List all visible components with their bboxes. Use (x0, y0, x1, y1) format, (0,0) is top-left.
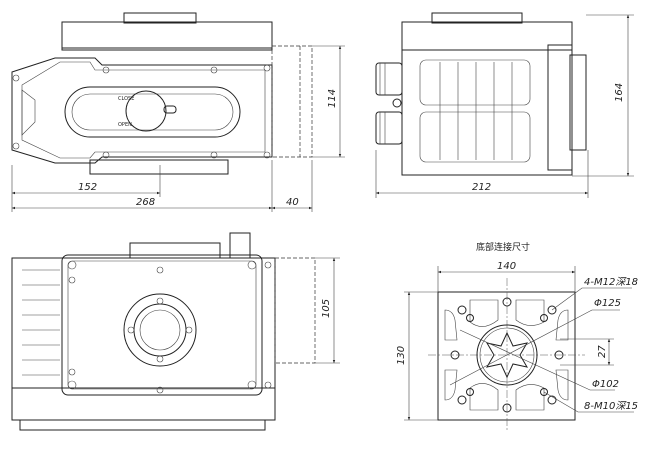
dim-height-164: 164 (614, 83, 625, 102)
cable-gland-icon (229, 232, 251, 259)
callout-phi102: Φ102 (592, 379, 619, 390)
bottom-view: 105 (11, 232, 340, 431)
side-view: 164 212 (375, 12, 634, 198)
callout-8-m10: 8-M10深15 (584, 400, 638, 412)
dim-offset-152: 152 (78, 182, 97, 193)
dim-height-105: 105 (321, 299, 332, 318)
dim-height-114: 114 (327, 89, 338, 108)
front-view: CLOSE OPEN 114 152 268 40 (11, 12, 345, 212)
dim-depth-40: 40 (286, 197, 299, 208)
dim-width-140: 140 (497, 261, 516, 272)
dial-close-label: CLOSE (118, 96, 134, 102)
dim-offset-27: 27 (597, 345, 608, 358)
cable-gland-icon (375, 62, 403, 96)
callout-phi125: Φ125 (594, 298, 621, 309)
dial-open-label: OPEN (118, 122, 132, 128)
callout-4-m12: 4-M12深18 (584, 276, 638, 288)
dim-length-268: 268 (136, 197, 155, 208)
flange-view: 底部连接尺寸 140 130 27 4-M12深18 (396, 241, 638, 432)
flange-title: 底部连接尺寸 (476, 241, 530, 253)
dim-height-130: 130 (396, 346, 407, 365)
dim-width-212: 212 (472, 182, 491, 193)
cable-gland-icon (375, 111, 403, 145)
